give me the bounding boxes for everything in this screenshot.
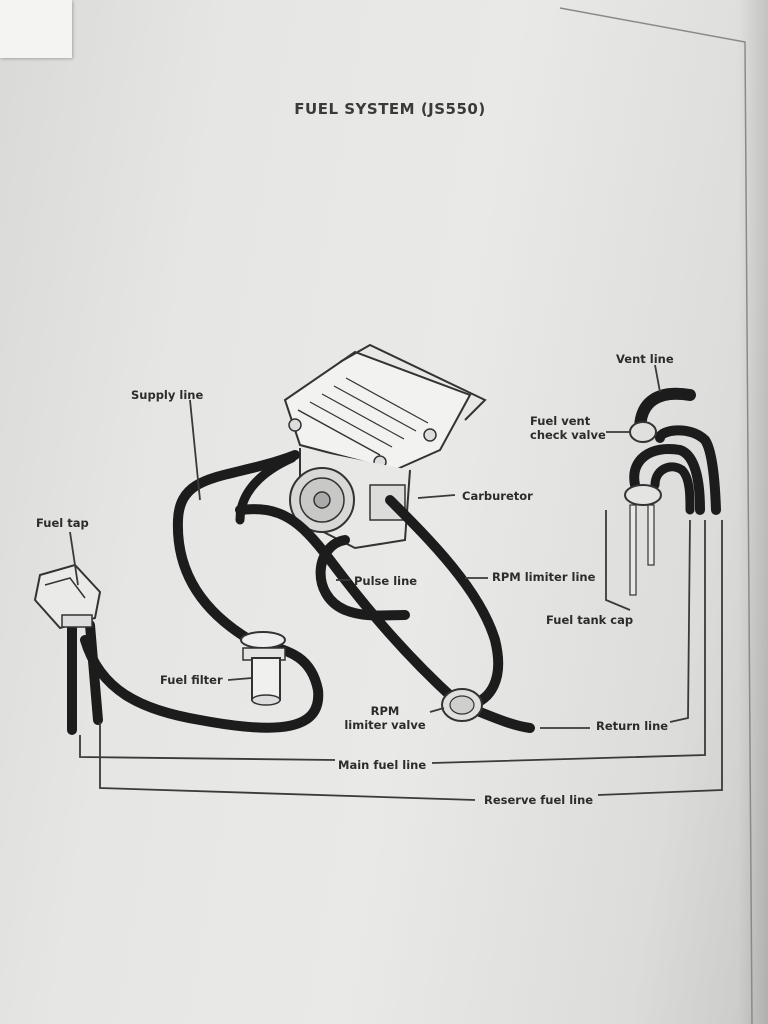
label-fuel-tap: Fuel tap [36, 516, 89, 530]
fuel-tap-illustration [33, 563, 102, 630]
fuel-vent-check-valve-illustration [629, 421, 657, 443]
label-fuel-filter: Fuel filter [160, 673, 223, 687]
vent-line-leader [654, 364, 661, 393]
label-rpm-limiter-valve: RPM limiter valve [344, 704, 426, 732]
reserve-fuel-line-left [99, 722, 476, 801]
label-return-line: Return line [596, 719, 669, 733]
label-carburetor: Carburetor [462, 489, 533, 503]
rpm-limiter-valve-illustration [441, 688, 483, 722]
rpm-limiter-supply-hose [235, 504, 460, 705]
fuel-tank-cap-illustration [624, 484, 662, 596]
page-title: FUEL SYSTEM (JS550) [294, 100, 486, 118]
label-main-fuel-line: Main fuel line [338, 758, 427, 772]
fuel-filter-leader [227, 677, 253, 681]
label-fuel-vent-check-valve-line2: check valve [530, 428, 606, 442]
label-fuel-tank-cap: Fuel tank cap [546, 613, 634, 627]
label-supply-line: Supply line [131, 388, 204, 402]
reserve-fuel-line-right [597, 520, 723, 796]
rpm-limiter-line-hose [385, 495, 504, 710]
rpm-limiter-valve-leader [429, 707, 445, 713]
label-reserve-fuel-line: Reserve fuel line [484, 793, 594, 807]
label-rpm-limiter-valve-line2: limiter valve [344, 718, 426, 732]
label-pulse-line: Pulse line [354, 574, 418, 588]
label-rpm-limiter-valve-line1: RPM [370, 704, 400, 718]
routing-lines [69, 364, 723, 801]
main-fuel-line-left [79, 735, 336, 761]
fuel-tank-cap-leader [605, 510, 631, 611]
pulse-line-hose [315, 535, 410, 621]
label-fuel-vent-check-valve: Fuel vent check valve [530, 414, 606, 442]
carburetor-illustration [283, 343, 487, 550]
return-line-right [669, 519, 691, 723]
main-fuel-line-right [431, 520, 706, 764]
supply-line-leader [189, 399, 201, 501]
page-edge-shadow [738, 0, 768, 1024]
sticky-note [0, 0, 72, 58]
filter-to-tap-hose [80, 635, 324, 733]
page-border-line [559, 7, 753, 1024]
supply-line-hose [172, 450, 300, 645]
carburetor-leader [417, 494, 456, 499]
label-rpm-limiter-line: RPM limiter line [492, 570, 596, 584]
label-vent-line: Vent line [616, 352, 674, 366]
label-fuel-vent-check-valve-line1: Fuel vent [530, 414, 591, 428]
fuel-filter-illustration [240, 631, 286, 706]
fuel-tap-leader [69, 531, 79, 586]
